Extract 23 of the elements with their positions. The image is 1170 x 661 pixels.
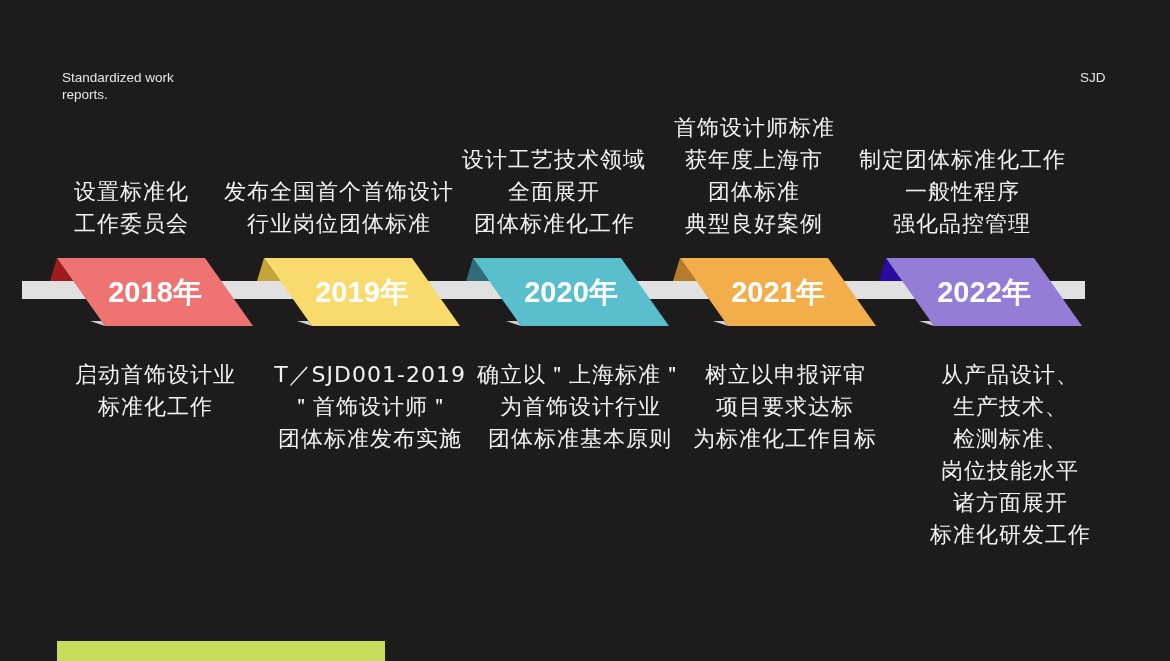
header-text: SJD — [1080, 69, 1106, 86]
milestone-text: 设置标准化工作委员会 — [73, 178, 189, 238]
milestone-text: 制定团体标准化工作一般性程序强化品控管理 — [858, 146, 1066, 238]
milestone-text: T／SJD001-2019＂首饰设计师＂团体标准发布实施 — [274, 361, 466, 453]
timeline-bar — [844, 281, 915, 299]
milestone-text: 确立以＂上海标准＂为首饰设计行业团体标准基本原则 — [476, 361, 684, 453]
milestone-text: 设计工艺技术领域全面展开团体标准化工作 — [462, 146, 646, 238]
timeline-bar — [428, 281, 502, 299]
year-label: 2018年 — [108, 275, 202, 309]
year-label: 2021年 — [731, 275, 825, 309]
timeline-bar — [637, 281, 709, 299]
milestone-text: 首饰设计师标准获年度上海市团体标准典型良好案例 — [673, 114, 835, 238]
milestone-text: 从产品设计、生产技术、检测标准、岗位技能水平诸方面展开标准化研发工作 — [929, 361, 1091, 549]
timeline-bar — [221, 281, 293, 299]
timeline-bar — [22, 281, 86, 299]
milestone-text: 发布全国首个首饰设计行业岗位团体标准 — [224, 178, 454, 238]
header-text: Standardized work reports. — [62, 69, 175, 103]
milestone-text: 树立以申报评审项目要求达标为标准化工作目标 — [693, 361, 877, 453]
milestone-text: 启动首饰设计业标准化工作 — [74, 361, 236, 421]
year-label: 2022年 — [937, 275, 1031, 309]
year-label: 2020年 — [524, 275, 618, 309]
timeline-bar — [1050, 281, 1085, 299]
year-label: 2019年 — [315, 275, 409, 309]
